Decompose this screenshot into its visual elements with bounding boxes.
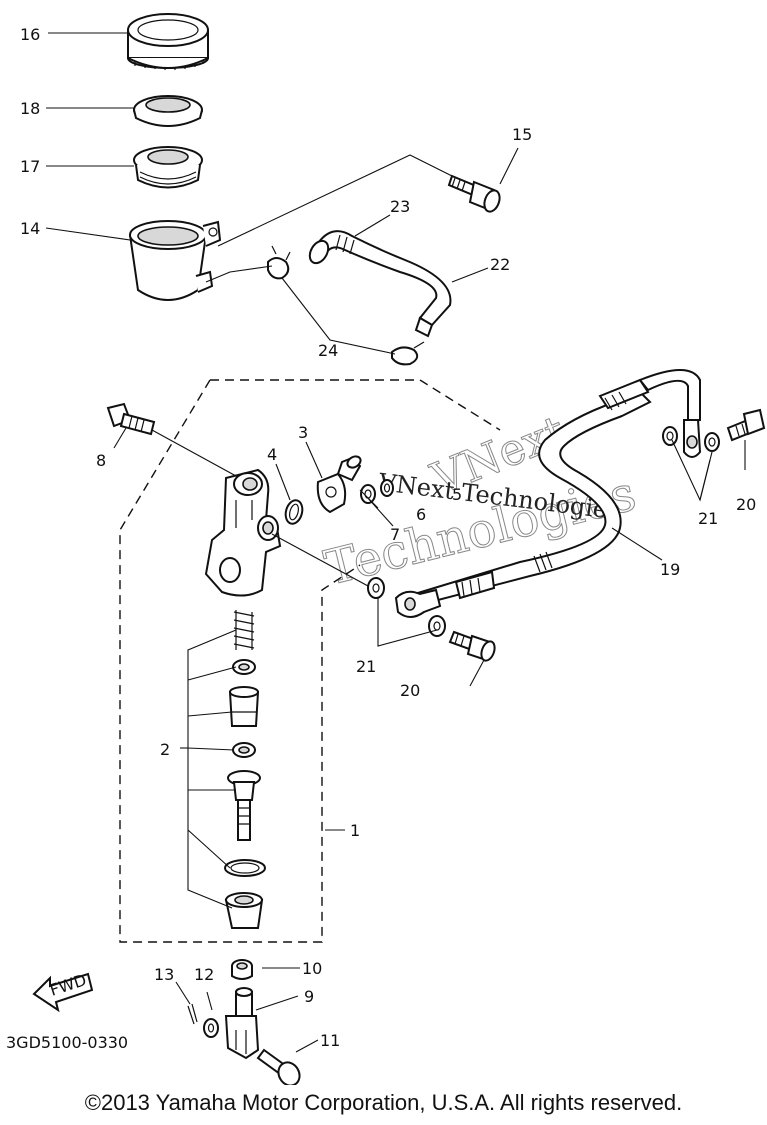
- spring: [233, 610, 255, 650]
- bolt-8: [106, 402, 156, 436]
- bolt-20-lower: [448, 630, 496, 662]
- label-21-upper: 21: [698, 509, 718, 528]
- leader-lines: [45, 32, 746, 1053]
- diagram-code: 3GD5100-0330: [6, 1033, 128, 1052]
- washer-7: [360, 484, 376, 504]
- callout-labels: 16 18 17 14 15 23 22 24 8 4 3 5 6 7 21 2…: [6, 25, 756, 1052]
- label-19: 19: [660, 560, 680, 579]
- clip-24-upper: [267, 245, 291, 280]
- internals-bracket: [187, 629, 237, 909]
- washer-21-upper-a: [662, 426, 678, 446]
- label-21-lower: 21: [356, 657, 376, 676]
- parts-diagram: VNext Technologies VNext Technologies: [6, 13, 766, 1085]
- piston: [227, 770, 261, 841]
- pin-11: [256, 1048, 301, 1085]
- label-5: 5: [452, 485, 462, 504]
- diaphragm-plate-18: [133, 95, 203, 127]
- label-7: 7: [390, 525, 400, 544]
- label-24: 24: [318, 341, 338, 360]
- washer-5: [380, 479, 394, 497]
- label-1: 1: [350, 821, 360, 840]
- label-8: 8: [96, 451, 106, 470]
- label-11: 11: [320, 1031, 340, 1050]
- label-3: 3: [298, 423, 308, 442]
- clip-24-lower: [391, 341, 425, 366]
- fwd-arrow-icon: FWD: [32, 970, 94, 1013]
- washer-21-upper-b: [704, 432, 720, 452]
- spring-seat: [232, 659, 256, 675]
- label-15: 15: [512, 125, 532, 144]
- label-13: 13: [154, 965, 174, 984]
- label-22: 22: [490, 255, 510, 274]
- label-18: 18: [20, 99, 40, 118]
- washer-21-lower-a: [367, 577, 385, 599]
- boot: [224, 892, 264, 929]
- label-6: 6: [416, 505, 426, 524]
- label-12: 12: [194, 965, 214, 984]
- circlip: [224, 859, 266, 877]
- brake-hose-19: [406, 369, 701, 608]
- label-17: 17: [20, 157, 40, 176]
- banjo-lower: [394, 588, 442, 618]
- bolt-15: [447, 174, 501, 213]
- label-20-upper: 20: [736, 495, 756, 514]
- push-rod-9: [224, 987, 260, 1060]
- label-2: 2: [160, 740, 170, 759]
- label-10: 10: [302, 959, 322, 978]
- bolt-20-upper: [726, 408, 766, 442]
- nut-10: [231, 959, 253, 980]
- label-20-lower: 20: [400, 681, 420, 700]
- label-23: 23: [390, 197, 410, 216]
- seal: [232, 742, 256, 758]
- label-4: 4: [267, 445, 277, 464]
- joint-3: [316, 455, 362, 514]
- banjo-upper: [683, 419, 702, 458]
- assembly-boundary: [119, 379, 501, 943]
- piston-cup: [228, 686, 260, 727]
- label-9: 9: [304, 987, 314, 1006]
- reservoir-14: [129, 220, 222, 301]
- copyright-notice: ©2013 Yamaha Motor Corporation, U.S.A. A…: [84, 1090, 683, 1115]
- master-cylinder-body: [204, 468, 282, 597]
- o-ring-4: [284, 499, 304, 525]
- diaphragm-17: [133, 146, 203, 189]
- reservoir-cap-16: [127, 13, 209, 70]
- cotter-pin-13: [187, 1003, 198, 1025]
- washer-21-lower-b: [428, 615, 446, 637]
- label-14: 14: [20, 219, 40, 238]
- breather-hose-22: [308, 230, 452, 338]
- label-16: 16: [20, 25, 40, 44]
- washer-12: [203, 1018, 219, 1038]
